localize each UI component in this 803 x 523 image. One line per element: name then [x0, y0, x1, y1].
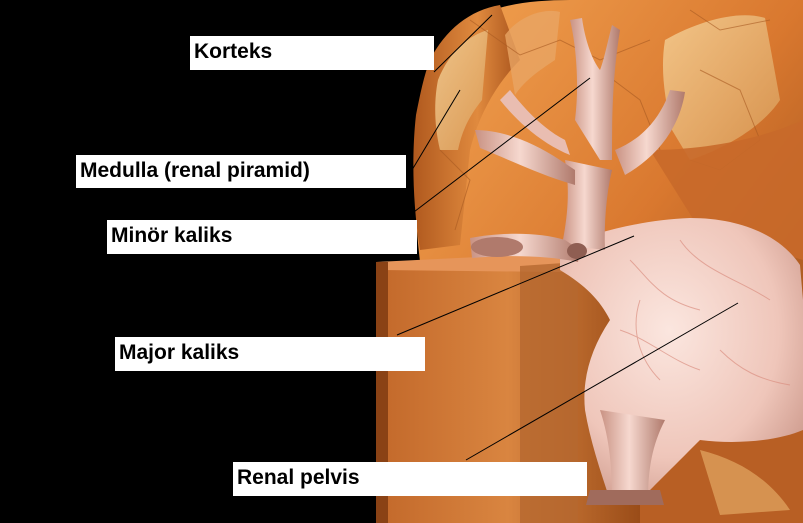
label-minor-kaliks: Minör kaliks	[107, 220, 417, 254]
label-renal-pelvis: Renal pelvis	[233, 462, 587, 496]
label-korteks: Korteks	[190, 36, 434, 70]
label-medulla: Medulla (renal piramid)	[76, 155, 406, 188]
label-major-kaliks: Major kaliks	[115, 337, 425, 371]
ureter-base	[586, 490, 664, 505]
minor-calyx-opening	[471, 237, 523, 257]
